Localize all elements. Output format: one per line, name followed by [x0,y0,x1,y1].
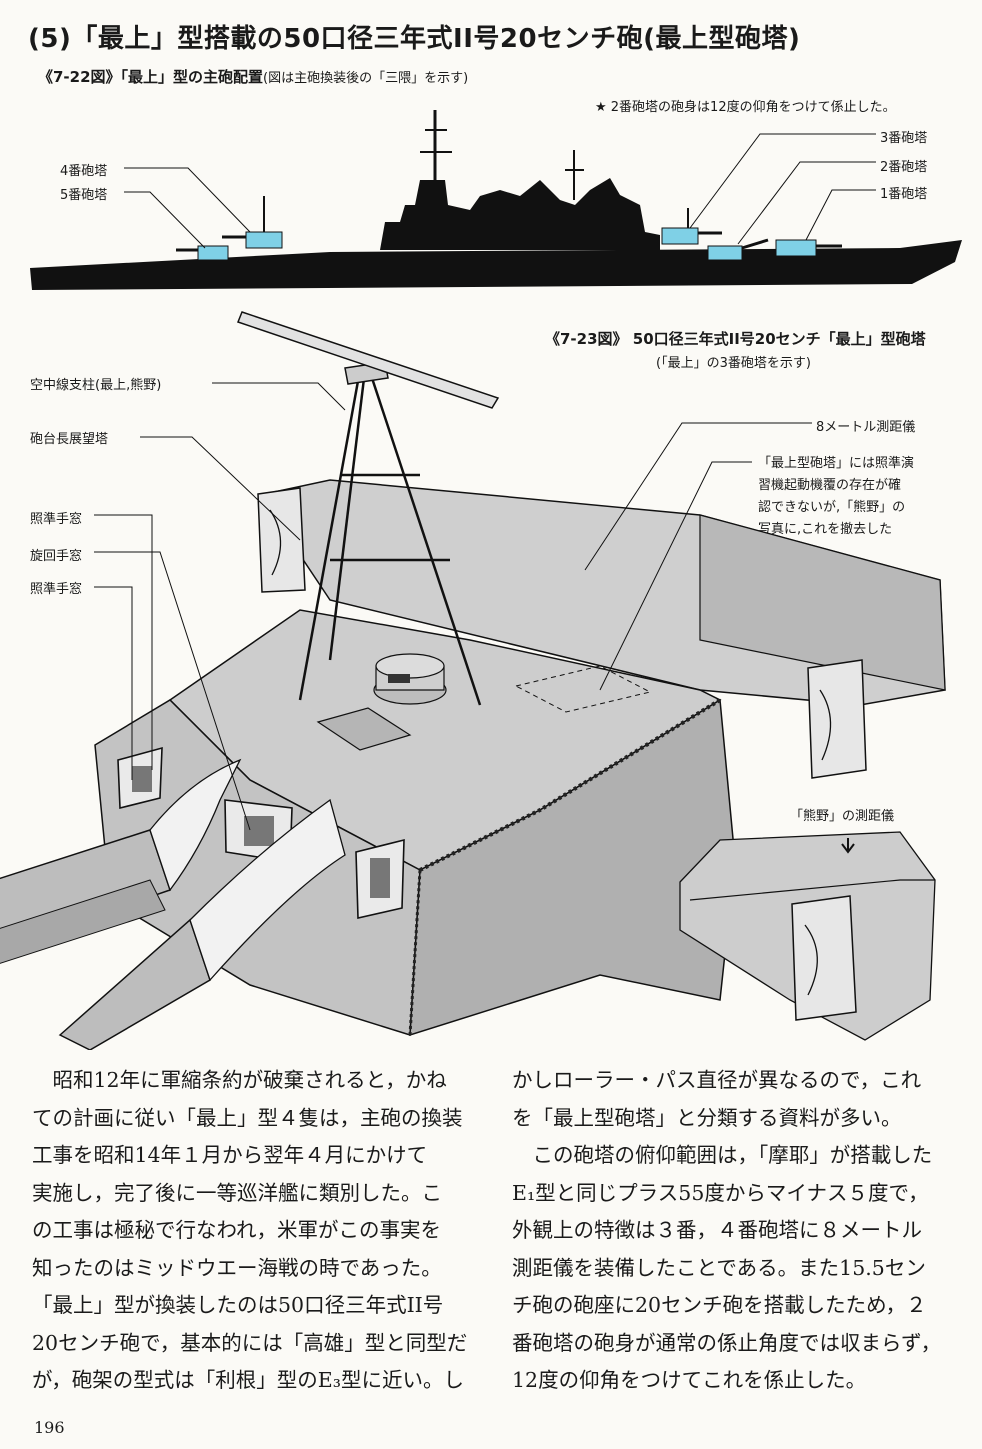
body-line: 知ったのはミッドウエー海戦の時であった。 [32,1255,442,1280]
turret-note-line: 認できないが,「熊野」の [758,500,906,515]
body-text-column-2: かしローラー・パス直径が異なるので，これ を「最上型砲塔」と分類する資料が多い。… [512,1062,952,1400]
figure-7-22-star-note: ★ 2番砲塔の砲身は12度の仰角をつけて係止した。 [595,100,896,115]
body-line: 12度の仰角をつけてこれを係止した。 [512,1368,867,1392]
label-turret-3: 3番砲塔 [880,131,928,146]
body-line: この砲塔の俯仰範囲は，「摩耶」が搭載した [512,1143,933,1167]
page-title: (5)「最上」型搭載の50口径三年式II号20センチ砲(最上型砲塔) [28,24,801,54]
body-line: 工事を昭和14年１月から翌年４月にかけて [32,1143,428,1167]
label-observation-tower: 砲台長展望塔 [30,432,109,447]
figure-7-22-caption-note: (図は主砲換装後の「三隈」を示す) [263,71,469,86]
body-line: 昭和12年に軍縮条約が破棄されると，かね [32,1068,447,1092]
body-line: 測距儀を装備したことである。また15.5セン [512,1255,926,1280]
body-line: が，砲架の型式は「利根」型のE₃型に近い。し [32,1368,464,1392]
body-line: 外観上の特徴は３番，４番砲塔に８メートル [512,1218,922,1242]
figure-7-23-caption: 《7-23図》 50口径三年式II号20センチ「最上」型砲塔 [545,330,926,348]
turret-2-icon [707,238,769,261]
turret-note-line: 習機起動機覆の存在が確 [758,478,902,493]
body-line: の工事は極秘で行なわれ，米軍がこの事実を [32,1218,441,1242]
label-turret-1: 1番砲塔 [880,187,928,202]
body-line: 「最上」型が換装したのは50口径三年式II号 [32,1293,444,1317]
label-turret-2: 2番砲塔 [880,160,928,175]
figure-7-22-caption-main: 《7-22図》「最上」型の主砲配置 [38,68,264,86]
body-line: 20センチ砲で，基本的には「高雄」型と同型だ [32,1330,468,1355]
turret-illustration [0,311,946,1050]
body-line: E₁型と同じプラス55度からマイナス５度で， [512,1180,929,1205]
body-line: チ砲の砲座に20センチ砲を搭載したため，２ [512,1293,927,1317]
label-turret-5: 5番砲塔 [60,188,108,203]
down-arrow-icon [841,838,855,854]
label-kumano-rangefinder: 「熊野」の測距儀 [790,809,895,824]
turret-3-icon [661,227,722,245]
body-line: を「最上型砲塔」と分類する資料が多い。 [512,1105,902,1130]
ship-profile-illustration [30,110,962,290]
turret-4-icon [222,231,283,249]
turret-1-icon [775,239,842,257]
page-number: 196 [34,1418,65,1437]
figure-7-22-caption: 《7-22図》「最上」型の主砲配置(図は主砲換装後の「三隈」を示す) [38,66,468,87]
label-turret-4: 4番砲塔 [60,164,108,179]
label-antenna-post: 空中線支柱(最上,熊野) [30,378,162,393]
turret-note: 「最上型砲塔」には照準演 習機起動機覆の存在が確 認できないが,「熊野」の 写真… [758,453,914,563]
turret-5-icon [176,245,229,261]
turret-note-line: 「最上型砲塔」には照準演 [758,456,915,471]
label-traverse-window: 旋回手窓 [30,549,83,564]
body-line: 番砲塔の砲身が通常の係止角度では収まらず， [512,1330,942,1355]
label-sight-window-1: 照準手窓 [30,512,83,527]
body-line: ての計画に従い「最上」型４隻は，主砲の換装 [32,1105,463,1130]
turret-note-line: 写真に,これを撤去した [758,522,893,537]
body-line: かしローラー・パス直径が異なるので，これ [512,1068,922,1092]
label-sight-window-2: 照準手窓 [30,582,83,597]
figure-7-23-subcaption: (「最上」の3番砲塔を示す) [656,356,811,371]
body-line: 実施し，完了後に一等巡洋艦に類別した。こ [32,1180,442,1205]
label-rangefinder: 8メートル測距儀 [816,420,916,435]
body-text-column-1: 昭和12年に軍縮条約が破棄されると，かね ての計画に従い「最上」型４隻は，主砲の… [32,1062,472,1400]
